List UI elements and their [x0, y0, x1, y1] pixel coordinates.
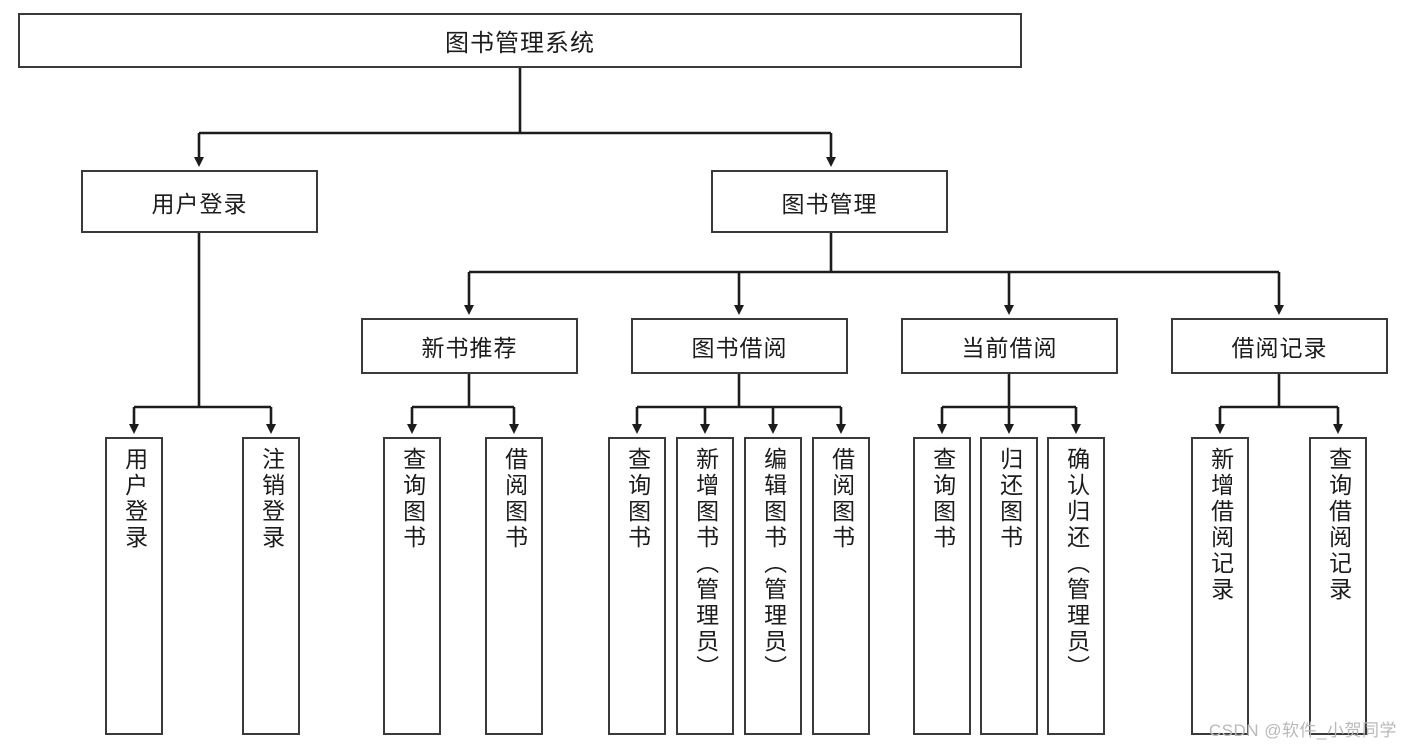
- leaf-label: 新增借阅记录: [1207, 447, 1234, 603]
- leaf-label: 注销登录: [258, 447, 285, 551]
- node-new-book-recommend[interactable]: 新书推荐: [361, 318, 578, 374]
- leaf-new-book-borrow[interactable]: 借阅图书: [485, 437, 543, 735]
- leaf-borrow-record-add[interactable]: 新增借阅记录: [1191, 437, 1249, 735]
- leaf-label: 用户登录: [121, 447, 148, 551]
- leaf-current-borrow-query[interactable]: 查询图书: [913, 437, 971, 735]
- leaf-book-borrow-borrow[interactable]: 借阅图书: [812, 437, 870, 735]
- leaf-label: 归还图书: [996, 447, 1023, 551]
- leaf-new-book-query[interactable]: 查询图书: [383, 437, 441, 735]
- leaf-label: 查询图书: [929, 447, 956, 551]
- node-current-borrow[interactable]: 当前借阅: [901, 318, 1118, 374]
- csdn-watermark: CSDN @软件_小贺同学: [1208, 721, 1397, 740]
- leaf-label: 编辑图书（管理员）: [760, 447, 787, 681]
- leaf-book-borrow-add[interactable]: 新增图书（管理员）: [676, 437, 734, 735]
- leaf-book-borrow-query[interactable]: 查询图书: [608, 437, 666, 735]
- leaf-label: 确认归还（管理员）: [1063, 447, 1090, 681]
- leaf-current-borrow-confirm[interactable]: 确认归还（管理员）: [1047, 437, 1105, 735]
- leaf-user-login-logout[interactable]: 注销登录: [242, 437, 300, 735]
- leaf-current-borrow-return[interactable]: 归还图书: [980, 437, 1038, 735]
- leaf-book-borrow-edit[interactable]: 编辑图书（管理员）: [744, 437, 802, 735]
- leaf-label: 查询图书: [624, 447, 651, 551]
- leaf-label: 新增图书（管理员）: [692, 447, 719, 681]
- leaf-label: 查询借阅记录: [1325, 447, 1352, 603]
- leaf-label: 查询图书: [399, 447, 426, 551]
- leaf-borrow-record-query[interactable]: 查询借阅记录: [1309, 437, 1367, 735]
- node-borrow-record[interactable]: 借阅记录: [1171, 318, 1388, 374]
- node-book-management[interactable]: 图书管理: [711, 170, 948, 233]
- leaf-user-login-login[interactable]: 用户登录: [105, 437, 163, 735]
- node-user-login[interactable]: 用户登录: [81, 170, 318, 233]
- node-root-system[interactable]: 图书管理系统: [18, 13, 1022, 68]
- node-book-borrow[interactable]: 图书借阅: [631, 318, 848, 374]
- leaf-label: 借阅图书: [501, 447, 528, 551]
- leaf-label: 借阅图书: [828, 447, 855, 551]
